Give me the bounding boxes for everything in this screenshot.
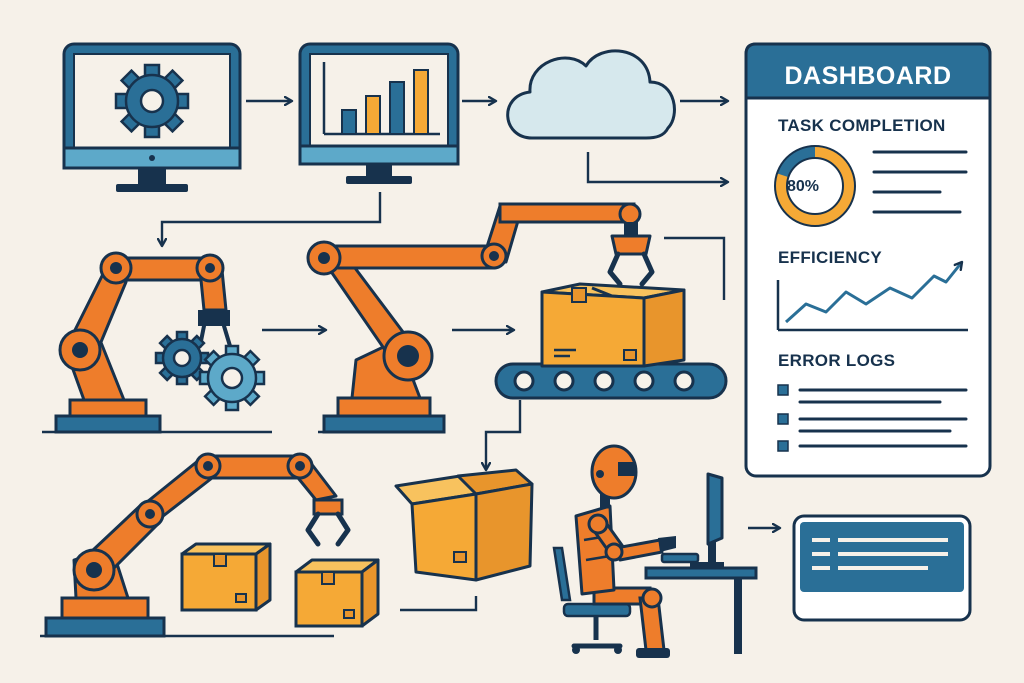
efficiency-label: EFFICIENCY <box>778 248 883 267</box>
robot-arm-icon <box>42 251 272 434</box>
cardboard-box-icon <box>180 542 272 612</box>
cardboard-box-icon <box>294 558 380 628</box>
server-panel-icon <box>792 514 972 622</box>
task-detail-lines <box>872 150 968 214</box>
error-log-list <box>777 384 968 452</box>
gear-icon <box>198 344 266 412</box>
robot-arm-icon <box>40 452 351 638</box>
robot-arm-icon <box>306 202 655 434</box>
efficiency-trend-icon <box>776 262 968 332</box>
cloud-icon <box>506 49 676 140</box>
error-logs-label: ERROR LOGS <box>778 351 896 370</box>
conveyor-belt-icon <box>494 362 728 400</box>
humanoid-robot-icon <box>552 444 676 658</box>
task-completion-value: 80% <box>786 178 820 195</box>
dashboard-panel: DASHBOARD TASK COMPLETION EFFICIENCY ERR… <box>746 44 990 476</box>
cardboard-box-icon <box>394 468 534 582</box>
computer-monitor-icon <box>644 472 758 654</box>
task-completion-label: TASK COMPLETION <box>778 116 946 135</box>
gear-icon <box>114 63 190 139</box>
dashboard-title: DASHBOARD <box>784 62 952 90</box>
task-completion-donut <box>774 145 856 227</box>
gear-icon <box>154 330 210 386</box>
cardboard-box-icon <box>540 282 686 368</box>
analytics-monitor-icon <box>298 42 460 184</box>
